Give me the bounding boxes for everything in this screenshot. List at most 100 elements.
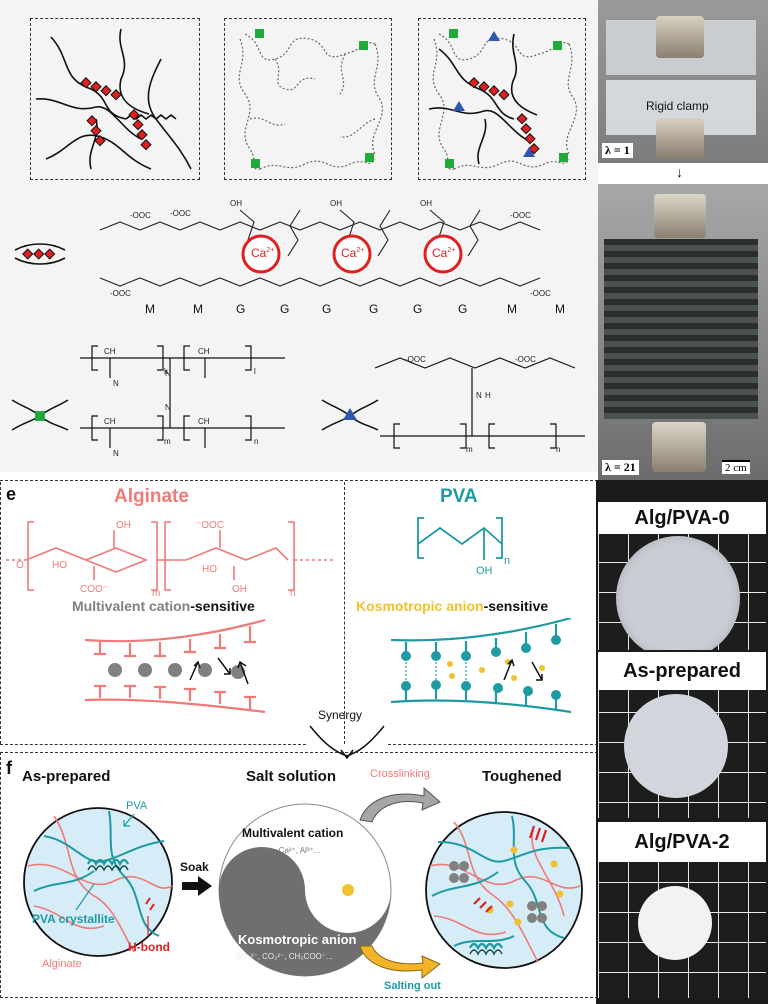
- monomer-label: G: [413, 302, 423, 316]
- chem-ch-label: CH: [104, 347, 116, 356]
- anion-list: SO₄²⁻, CO₃²⁻, CH₃COO⁻...: [236, 952, 333, 961]
- chem-m-label: m: [164, 437, 171, 446]
- photo-label-alg-pva-0: Alg/PVA-0: [598, 502, 766, 534]
- network-a-drawing: [35, 28, 192, 170]
- cation-list: Zn²⁺, Ca²⁺, Al³⁺...: [258, 846, 321, 855]
- soak-arrow-icon: [182, 876, 212, 896]
- network-c-box: [418, 18, 586, 180]
- chem-h-label: H: [485, 391, 491, 400]
- panel-label-e: e: [6, 484, 17, 504]
- network-a-box: [30, 18, 200, 180]
- kosmotropic-sensitive-label: Kosmotropic anion-sensitive: [356, 598, 549, 614]
- photo-alg-pva-0: Alg/PVA-0: [598, 502, 766, 650]
- chem-group-label: -OOC: [130, 211, 151, 220]
- as-prepared-title: As-prepared: [22, 768, 111, 785]
- divider-e-bottom-right: [388, 744, 598, 746]
- toughened-title: Toughened: [482, 768, 562, 785]
- alginate-crosslink-diagram: [84, 618, 266, 714]
- chem-group-label: -OOC: [170, 209, 191, 218]
- multivalent-sensitive-label: Multivalent cation-sensitive: [72, 598, 255, 614]
- chem-group-label: -OOC: [110, 289, 131, 298]
- crosslinking-label: Crosslinking: [370, 768, 430, 780]
- network-b-drawing: [238, 29, 383, 170]
- chem-group-label: -OOC: [530, 289, 551, 298]
- photo-as-prepared: As-prepared: [598, 652, 766, 818]
- chem-oh-label: OH: [476, 565, 493, 577]
- chem-coo-label: COO⁻: [80, 584, 108, 595]
- calcium-label: Ca2+: [341, 246, 365, 260]
- hydrogel-disk-small: [638, 886, 712, 960]
- calcium-ion-2: [332, 234, 372, 274]
- chem-group-label: OH: [420, 200, 432, 208]
- chem-n-label: n: [556, 445, 560, 454]
- alginate-structure: OH HO COO⁻ ⁻OOC HO OH O m n: [6, 520, 336, 598]
- clamp-screw-bottom: [656, 118, 704, 158]
- chem-l-label: l: [254, 367, 256, 376]
- photo-stretch-initial: Rigid clamp λ = 1: [598, 0, 768, 163]
- hydrogel-disk-medium: [624, 694, 728, 798]
- hydrogel-disk-large: [616, 536, 740, 650]
- multivalent-cation-label: Multivalent cation: [242, 826, 344, 840]
- alginate-title: Alginate: [114, 486, 189, 507]
- as-prepared-network: [23, 807, 173, 957]
- pva-title: PVA: [440, 486, 478, 507]
- divider-e-top: [0, 480, 598, 482]
- pva-crystallite-label: PVA crystallite: [32, 912, 115, 926]
- divider-e-bottom-left: [0, 744, 306, 746]
- panel-label-f: f: [6, 758, 12, 778]
- chem-n-label: N: [113, 379, 119, 388]
- monomer-label: M: [507, 302, 517, 316]
- chem-ch-label: CH: [104, 417, 116, 426]
- chem-ho-label: HO: [202, 564, 217, 575]
- chem-ch-label: CH: [198, 417, 210, 426]
- pva-crosslink-diagram: [390, 618, 572, 714]
- chem-o-label: O: [16, 560, 24, 571]
- chem-n-label: n: [254, 437, 258, 446]
- monomer-label: G: [236, 302, 246, 316]
- crosslinking-arrow-icon: [359, 786, 441, 823]
- lambda-21-label: λ = 21: [602, 460, 639, 475]
- chem-n-label: N: [165, 369, 171, 378]
- down-arrow-icon: ↓: [676, 164, 683, 180]
- pva-structure: OH n: [417, 517, 510, 577]
- h-bond-label: H-bond: [128, 940, 170, 954]
- divider-e-left: [0, 482, 2, 744]
- chem-ch-label: CH: [198, 347, 210, 356]
- calcium-ion-3: [423, 234, 463, 274]
- chem-group-label: OH: [230, 200, 242, 208]
- yellow-anion-dot: [342, 884, 354, 896]
- pva-label: PVA: [126, 800, 148, 812]
- clamp-screw-top: [656, 16, 704, 58]
- chem-group-label: OH: [330, 200, 342, 208]
- clamp-screw-top: [654, 194, 706, 238]
- chem-n-label: N: [113, 449, 119, 458]
- calcium-label: Ca2+: [251, 246, 275, 260]
- monomer-label: G: [458, 302, 468, 316]
- photo-label-as-prepared: As-prepared: [598, 652, 766, 690]
- chem-k-label: k: [164, 367, 169, 376]
- stretched-hydrogel: [604, 239, 758, 419]
- rigid-clamp-label: Rigid clamp: [646, 99, 709, 113]
- photo-stretch-extended: λ = 21 2 cm: [598, 184, 768, 480]
- blue-triangle-crosslinker: [343, 408, 357, 420]
- photo-label-alg-pva-2: Alg/PVA-2: [598, 822, 766, 862]
- monomer-label: G: [322, 302, 332, 316]
- chem-group-label: -OOC: [405, 355, 426, 364]
- chem-oh-label: OH: [116, 520, 131, 531]
- chem-n-label: N: [165, 403, 171, 412]
- monomer-label: M: [145, 302, 155, 316]
- chem-m-label: m: [466, 445, 473, 454]
- soak-label: Soak: [180, 860, 209, 874]
- crosslinker-structures: CH CH CH CH N N N N k l m n m n N H -OOC…: [11, 345, 585, 458]
- gray-cation-dot: [256, 884, 268, 896]
- kosmotropic-anion-label: Kosmotropic anion: [238, 932, 357, 947]
- divider-e-middle: [344, 482, 346, 744]
- alginate-eggbox-structure: -OOC -OOC -OOC OH OH OH -OOC -OOC: [14, 200, 551, 298]
- salt-solution-title: Salt solution: [246, 768, 336, 785]
- chem-n-label: N: [476, 391, 482, 400]
- chem-n-label: n: [504, 555, 510, 567]
- yin-yang-salt-solution: [218, 803, 392, 977]
- calcium-ion-1: [241, 234, 281, 274]
- chem-ooc-label: ⁻OOC: [196, 520, 224, 531]
- alginate-label: Alginate: [42, 958, 82, 970]
